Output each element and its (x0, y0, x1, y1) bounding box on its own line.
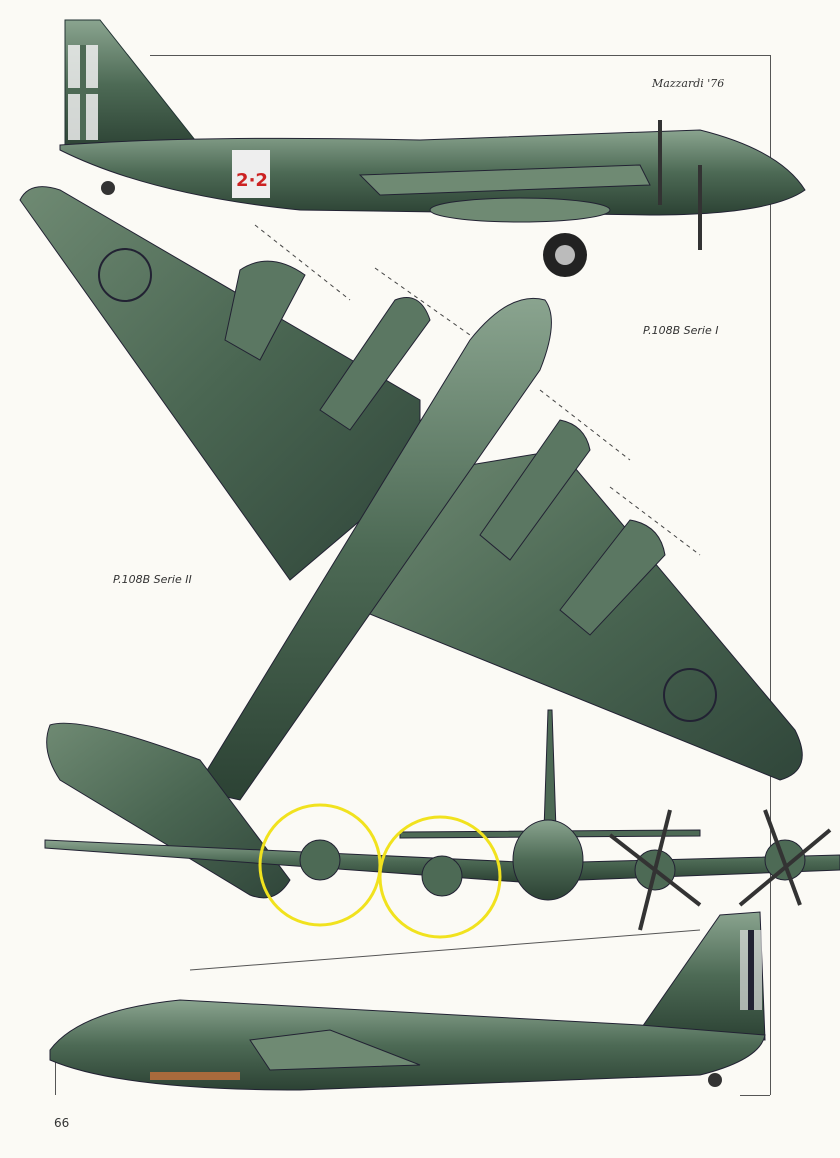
frame-bottom-line (740, 1095, 770, 1096)
frame-top-line (150, 55, 770, 56)
top-view-label: P.108B Serie I (643, 324, 719, 337)
frame-right-line (770, 55, 771, 1095)
artist-signature: Mazzardi '76 (652, 77, 725, 90)
callout-circle (378, 815, 502, 939)
side-code-marking: 2·2 (236, 170, 268, 191)
side-view-top: 2·2 (59, 19, 806, 277)
front-view (44, 709, 840, 939)
plan-view (19, 186, 803, 899)
frame-left-line (55, 1055, 56, 1095)
plan-view-label: P.108B Serie II (113, 573, 192, 586)
page-number: 66 (54, 1116, 70, 1130)
side-view-bottom (49, 911, 766, 1091)
